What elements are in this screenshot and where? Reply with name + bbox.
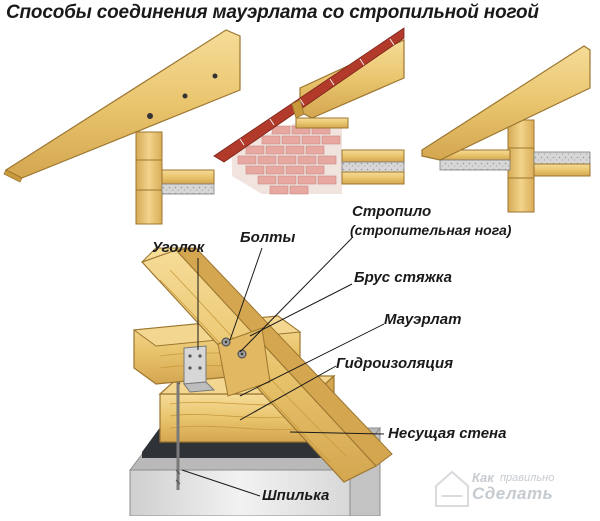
label-anchor-stud: Шпилька	[262, 487, 330, 504]
leader-shpilka	[181, 469, 261, 497]
label-waterproofing: Гидроизоляция	[336, 355, 454, 372]
diagram-title: Способы соединения мауэрлата со стропиль…	[6, 2, 539, 23]
leader-gidro	[239, 365, 337, 421]
leader-lines	[181, 237, 385, 497]
metal-angle-bracket	[183, 345, 207, 385]
leader-bolty	[229, 247, 263, 341]
label-mauerlat: Мауэрлат	[384, 311, 462, 328]
variant-1-rafter	[4, 29, 241, 179]
variant-1-joist	[161, 169, 215, 185]
variant-1-log-column	[135, 131, 163, 225]
variant-2-brick-wall	[232, 122, 342, 195]
watermark-pravilno: правильно	[500, 472, 555, 484]
label-rafter: Стропило	[352, 203, 432, 220]
leader-brus	[249, 283, 353, 337]
watermark-sdelat: Сделать	[472, 484, 554, 503]
variant-1-diagram	[3, 29, 241, 225]
label-tie-beam: Брус стяжка	[354, 269, 452, 286]
label-angle-bracket: Уголок	[152, 239, 205, 256]
variant-2-roof-tile	[213, 27, 405, 163]
variant-1-bolt	[147, 113, 153, 119]
label-bearing-wall: Несущая стена	[388, 425, 507, 442]
main-diagram	[128, 247, 393, 517]
variant-3-rafter	[421, 45, 591, 161]
variant-3-log-column	[507, 119, 535, 213]
leader-stena	[289, 431, 385, 435]
variant-2-diagram	[213, 27, 405, 195]
variant-2-mauerlat	[295, 117, 349, 129]
leader-stropilo	[239, 237, 353, 353]
variant-2-rafter	[299, 39, 405, 119]
variant-2-beam	[341, 149, 405, 163]
label-bolts: Болты	[240, 229, 296, 246]
tie-beam-end	[217, 327, 271, 397]
leader-mauerlat	[239, 323, 385, 397]
label-rafter-subtitle: (стропительная нога)	[350, 222, 512, 238]
variant-3-diagram	[421, 45, 591, 213]
watermark-logo-icon	[435, 470, 469, 507]
watermark-kak: Как	[472, 470, 494, 485]
watermark: Как правильно Сделать	[432, 470, 597, 512]
variant-1-ceiling	[161, 183, 215, 195]
